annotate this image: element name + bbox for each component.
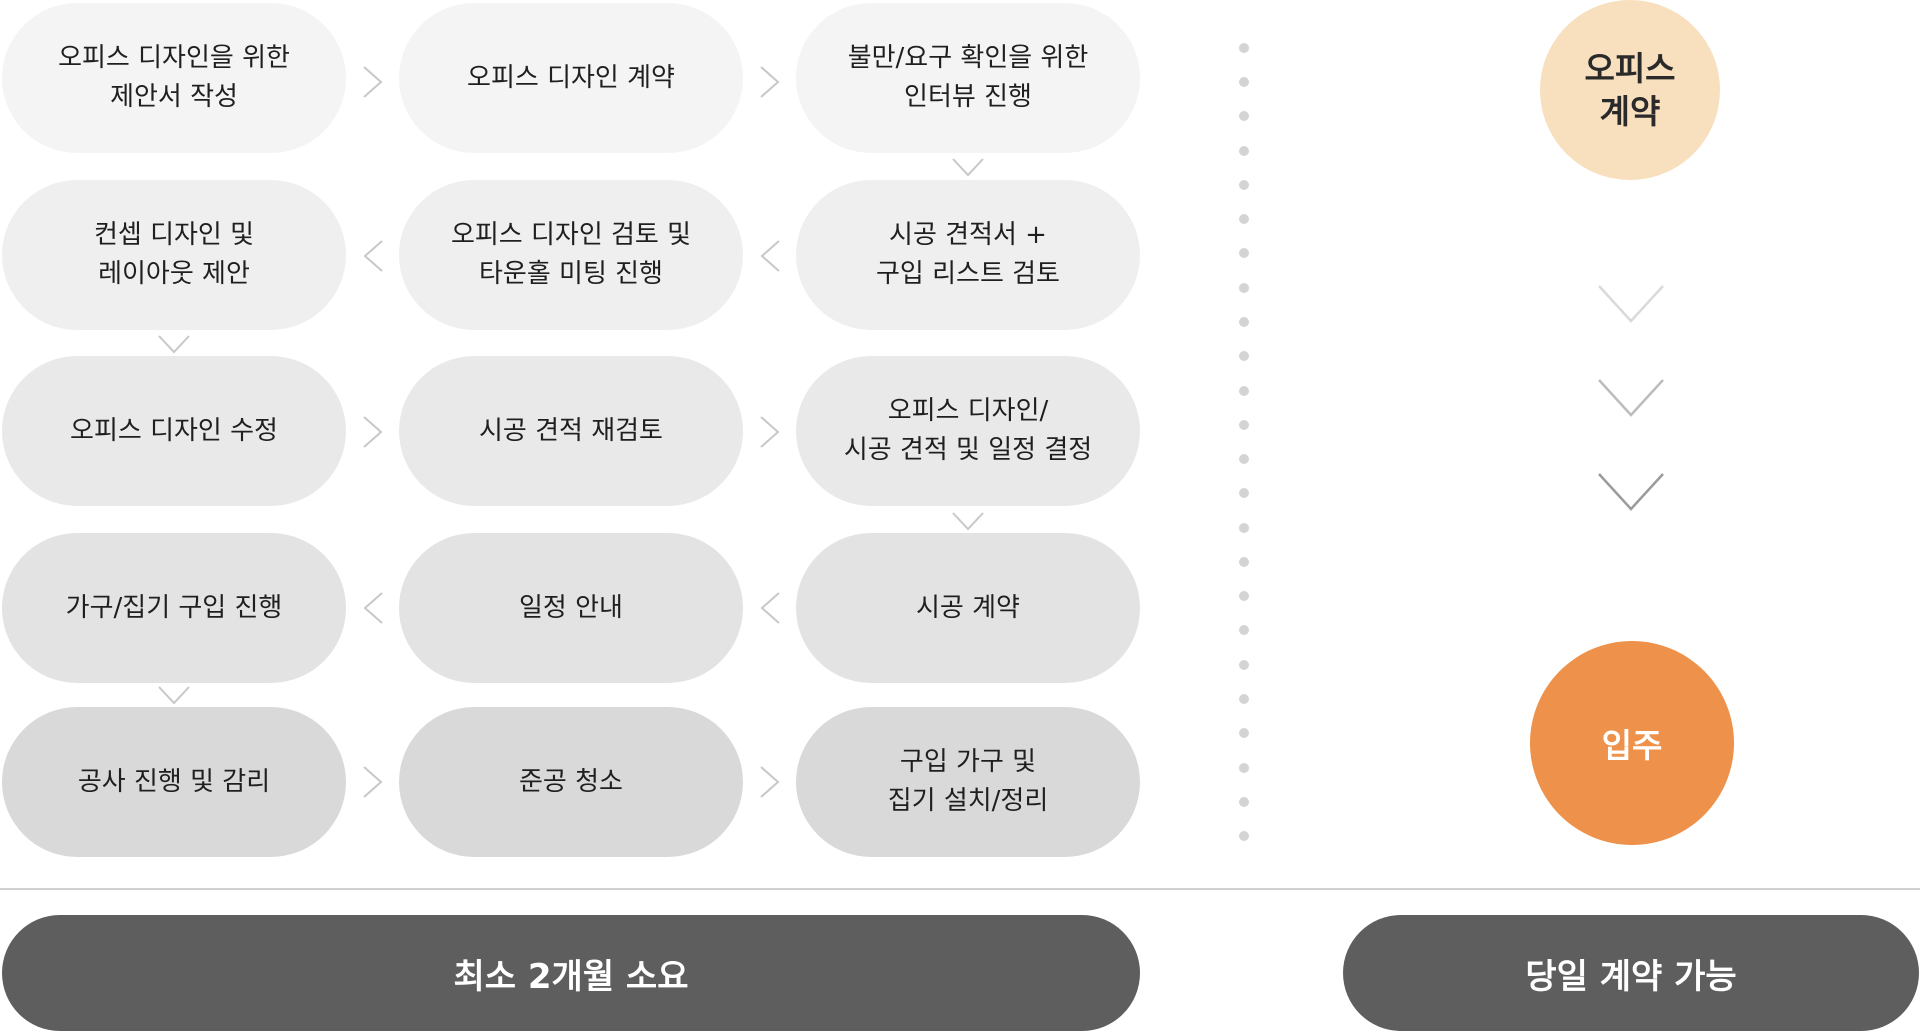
- dotted-divider: [1239, 43, 1249, 843]
- step-concept-layout: 컨셉 디자인 및 레이아웃 제안: [2, 180, 346, 330]
- chevron-down-icon: [1598, 379, 1664, 417]
- arrow-right-icon: [363, 766, 383, 798]
- step-final-decision: 오피스 디자인/ 시공 견적 및 일정 결정: [796, 356, 1140, 506]
- step-proposal: 오피스 디자인을 위한 제안서 작성: [2, 3, 346, 153]
- arrow-right-icon: [760, 66, 780, 98]
- arrow-down-icon: [158, 686, 190, 705]
- step-interview: 불만/요구 확인을 위한 인터뷰 진행: [796, 3, 1140, 153]
- arrow-down-icon: [952, 512, 984, 531]
- horizontal-divider: [0, 888, 1920, 890]
- arrow-down-icon: [158, 335, 190, 354]
- step-estimate-review: 시공 견적서 + 구입 리스트 검토: [796, 180, 1140, 330]
- duration-bar: 최소 2개월 소요: [2, 915, 1140, 1031]
- step-estimate-recheck: 시공 견적 재검토: [399, 356, 743, 506]
- arrow-right-icon: [760, 416, 780, 448]
- step-construction-contract: 시공 계약: [796, 533, 1140, 683]
- step-design-revision: 오피스 디자인 수정: [2, 356, 346, 506]
- arrow-left-icon: [363, 240, 383, 272]
- same-day-contract-bar: 당일 계약 가능: [1343, 915, 1919, 1031]
- step-final-cleaning: 준공 청소: [399, 707, 743, 857]
- arrow-right-icon: [363, 416, 383, 448]
- step-design-contract: 오피스 디자인 계약: [399, 3, 743, 153]
- chevron-down-icon: [1598, 473, 1664, 511]
- step-schedule-notice: 일정 안내: [399, 533, 743, 683]
- arrow-right-icon: [760, 766, 780, 798]
- arrow-right-icon: [363, 66, 383, 98]
- arrow-left-icon: [760, 240, 780, 272]
- move-in-circle: 입주: [1530, 641, 1734, 845]
- arrow-left-icon: [363, 592, 383, 624]
- step-install-furniture: 구입 가구 및 집기 설치/정리: [796, 707, 1140, 857]
- step-construction-supervision: 공사 진행 및 감리: [2, 707, 346, 857]
- arrow-down-icon: [952, 158, 984, 177]
- step-design-review: 오피스 디자인 검토 및 타운홀 미팅 진행: [399, 180, 743, 330]
- step-furniture-purchase: 가구/집기 구입 진행: [2, 533, 346, 683]
- chevron-down-icon: [1598, 285, 1664, 323]
- arrow-left-icon: [760, 592, 780, 624]
- office-contract-circle: 오피스 계약: [1540, 0, 1720, 180]
